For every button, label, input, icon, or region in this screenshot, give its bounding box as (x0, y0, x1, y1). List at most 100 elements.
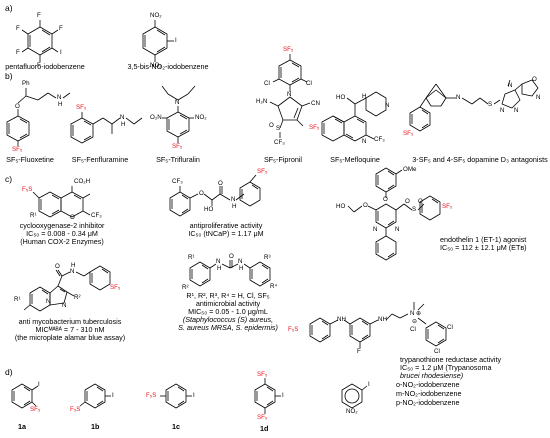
atom-n: N (500, 107, 505, 114)
cox2-assay: (Human COX-2 Enzymes) (20, 237, 104, 246)
endothelin-name: endothelin 1 (ET-1) agonist (440, 235, 527, 244)
atom-n: N (216, 258, 221, 265)
atom-cf3: CF₃ (91, 212, 102, 219)
atom-cl: Cl (410, 326, 416, 333)
atom-cl: Cl (447, 324, 453, 331)
atom-nh: NH (337, 316, 346, 323)
compound-label-1b: 1b (91, 422, 100, 431)
atom-n: N (238, 258, 243, 265)
antimicrobial-name: antimicrobial activity (195, 299, 261, 308)
legend-para: p-NO₂-iodobenzene (396, 398, 460, 407)
atom-h: H (239, 265, 244, 272)
atom-sf5: SF₅ (12, 146, 23, 153)
antiproliferative-structure (169, 174, 261, 217)
atom-f: F (37, 62, 41, 69)
sf5-dopamine-antagonist-structure (409, 79, 539, 132)
atom-sf5: SF₅ (442, 203, 453, 210)
atom-f: F (37, 12, 41, 19)
atom-o: O (383, 196, 388, 203)
atom-f: F (357, 348, 361, 355)
caption-sf5-fluoxetine: SF₅-Fluoxetine (6, 155, 54, 164)
trypano-ic50: IC₅₀ = 1.2 μM (Trypanosoma (400, 363, 492, 372)
atom-n: N (514, 107, 519, 114)
atom-no2: NO₂ (150, 12, 162, 19)
caption-sf5-fipronil: SF₅-Fipronil (263, 155, 303, 164)
atom-i: I (175, 37, 177, 44)
caption-bis-nitro-iodobenzene: 3,5-bis-NO₂-iodobenzene (127, 62, 209, 71)
atom-no2: NO₂ (150, 62, 162, 69)
atom-cf3: CF₃ (274, 139, 285, 146)
atom-n: N (508, 82, 513, 89)
section-label-c: c) (5, 174, 13, 184)
caption-sf5-mefloquine: SF₅-Mefloquine (330, 155, 380, 164)
atom-o: O (55, 263, 60, 270)
atom-f: F (16, 49, 20, 56)
atom-nh: NH (378, 316, 387, 323)
atom-cl: Cl (434, 348, 440, 355)
atom-n: N (536, 94, 541, 101)
atom-n: N (46, 298, 51, 305)
atom-ph: Ph (22, 80, 30, 87)
atom-n: N (362, 138, 367, 145)
atom-n: N (70, 268, 75, 275)
atom-ho: HO (204, 206, 214, 213)
compound-label-1c: 1c (172, 422, 180, 431)
atom-n: N (410, 310, 415, 317)
pentafluoro-iodobenzene-structure (21, 20, 59, 62)
sf5-mefloquine-structure (321, 91, 387, 142)
antimicrobial-mic: MIC₅₀ = 0.05 - 1.0 μg/mL (188, 307, 268, 316)
atom-f5s: F₅S (288, 326, 299, 333)
antimicrobial-strains-1: (Staphylococcus (S) aureus, (182, 315, 274, 324)
atom-s: S (276, 125, 281, 132)
atom-n: N (57, 94, 62, 101)
atom-h: H (58, 101, 63, 108)
atom-n: N (385, 102, 390, 109)
atom-o: O (218, 180, 223, 187)
section-label-b: b) (5, 71, 13, 81)
sf5-fenfluramine-structure (70, 112, 143, 144)
section-label-a: a) (5, 3, 13, 13)
sf5-fluoxetine-structure (6, 88, 71, 146)
tb-mic: MICᴹᴬᴮᴬ = 7 - 310 nM (35, 325, 105, 334)
atom-sf5: SF₅ (257, 414, 268, 421)
atom-cf3: CF₃ (172, 178, 183, 185)
atom-h: H (217, 265, 222, 272)
atom-f: F (16, 25, 20, 32)
atom-sf5: SF₅ (309, 124, 320, 131)
atom-o: O (405, 198, 410, 205)
sf5-trifluralin-structure (161, 85, 196, 143)
antimicrobial-substituents: R¹, R², R³, R⁴ = H, Cl, SF₅ (186, 291, 270, 300)
atom-plus: ⊕ (416, 310, 422, 317)
atom-sf5: SF₅ (30, 406, 41, 413)
antimicrobial-urea-structure (189, 260, 271, 287)
atom-o: O (229, 253, 234, 260)
atom-n: N (456, 94, 461, 101)
sf5-fipronil-structure (269, 54, 311, 138)
atom-sf5: SF₅ (257, 168, 268, 175)
legend-meta: m-NO₂-iodobenzene (396, 389, 462, 398)
compound-1a-structure (11, 383, 39, 409)
tb-assay: (the microplate alamar blue assay) (14, 333, 126, 342)
trypano-species: brucei rhodesiense) (400, 371, 464, 380)
atom-i: I (368, 381, 370, 388)
section-label-d: d) (5, 367, 13, 377)
atom-cf3: CF₃ (374, 136, 385, 143)
trypanothione-structure (309, 302, 447, 348)
legend-ortho: o-NO₂-iodobenzene (396, 380, 460, 389)
compound-label-1a: 1a (18, 422, 26, 431)
atom-n: N (62, 302, 67, 309)
atom-r1: R¹ (188, 254, 195, 261)
atom-ome: OMe (403, 166, 417, 173)
atom-no2: NO₂ (195, 114, 207, 121)
atom-o: O (269, 122, 274, 129)
atom-i: I (282, 392, 284, 399)
compound-1c-structure (160, 383, 192, 409)
atom-h2n: H₂N (256, 98, 268, 105)
anti-tb-structure (23, 265, 111, 312)
atom-f5s: F₅S (146, 392, 157, 399)
antiprolif-ic50: IC₅₀ (tNCaP) = 1.17 μM (188, 229, 264, 238)
endothelin-ic50: IC₅₀ = 112 ± 12.1 μM (ETʙ) (440, 243, 527, 252)
atom-n: N (287, 91, 292, 98)
atom-f: F (59, 25, 63, 32)
